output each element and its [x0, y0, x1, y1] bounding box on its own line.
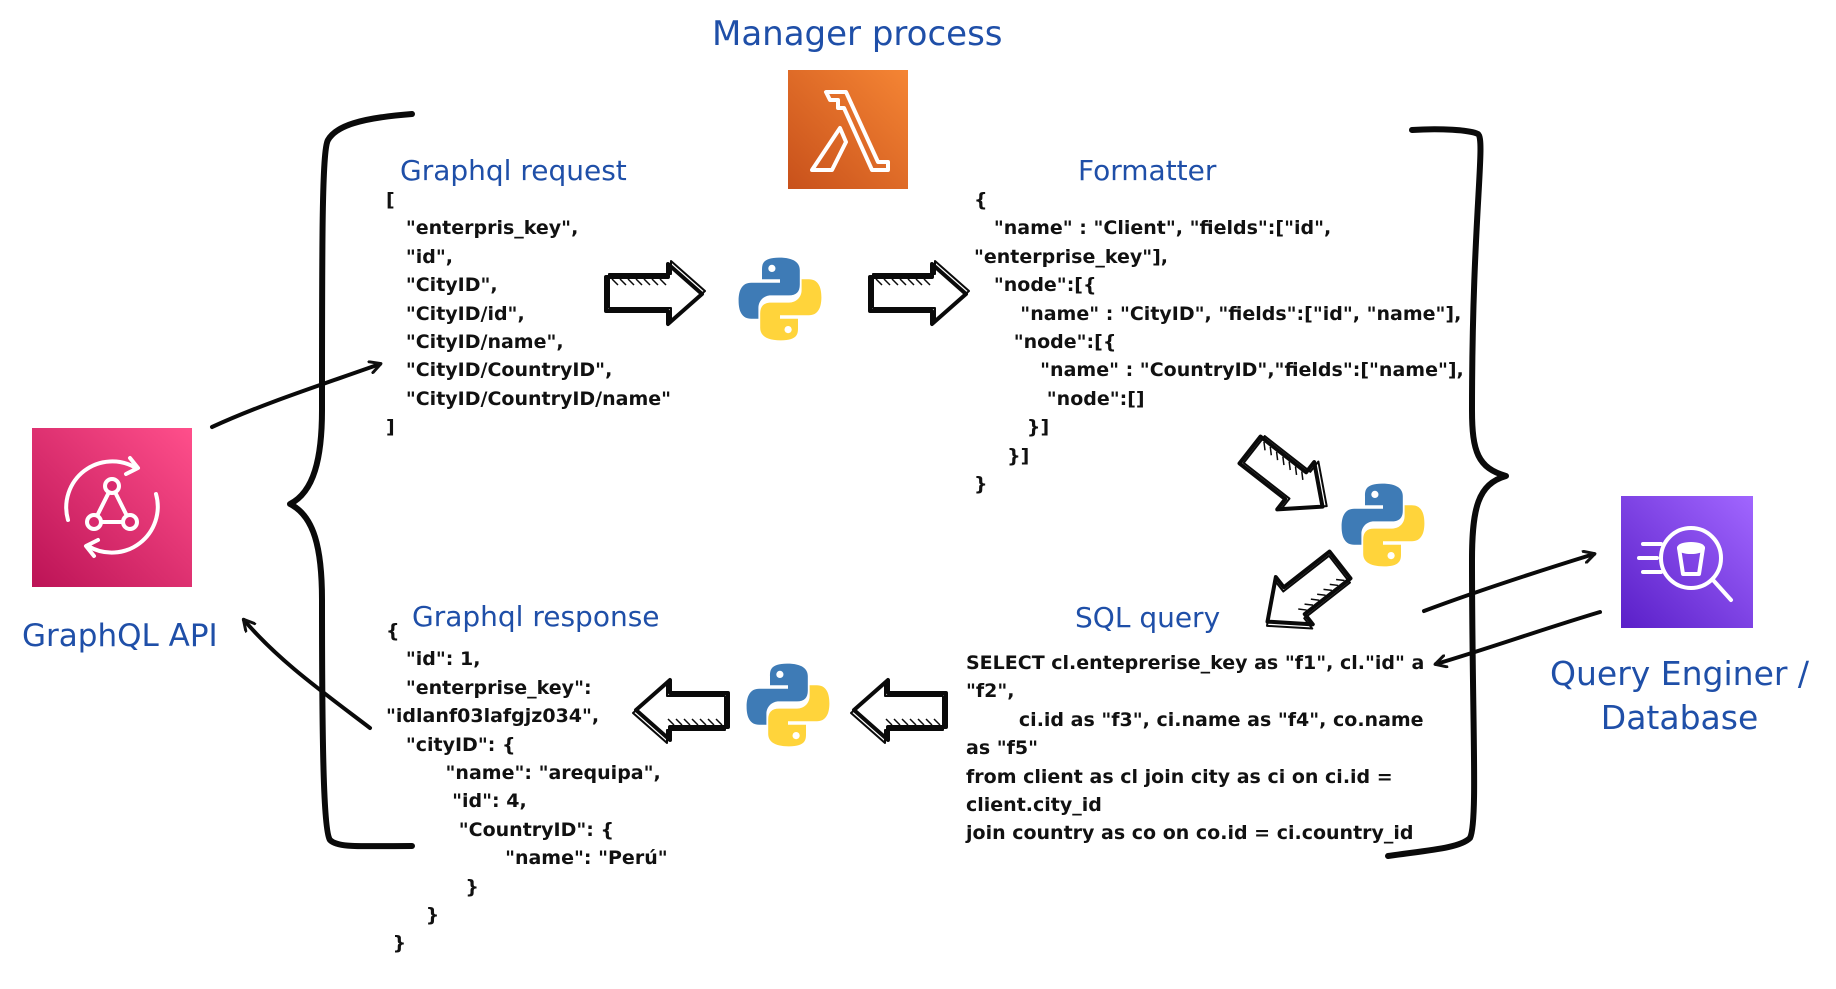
- block-arrows-group: [604, 260, 1353, 744]
- block-arrow-python-to-sql: [1265, 549, 1353, 630]
- block-arrow-python-to-response: [632, 678, 730, 744]
- aws-athena-icon: [1621, 496, 1753, 628]
- query-engine-label-line2: Database: [1600, 698, 1759, 737]
- python-logo-icon: [1341, 483, 1425, 567]
- query-engine-label-line1: Query Enginer /: [1550, 654, 1810, 693]
- python-logo-icon: [738, 257, 822, 341]
- left-curly-brace: [287, 111, 415, 850]
- python-logo-icon: [746, 663, 830, 747]
- graphql-request-title: Graphql request: [400, 154, 627, 187]
- sql-query-title: SQL query: [1075, 601, 1221, 634]
- aws-lambda-icon: [788, 70, 908, 189]
- graphql-request-code: [ "enterpris_key", "id", "CityID", "City…: [386, 189, 672, 439]
- aws-appsync-icon: [32, 428, 192, 587]
- graphql-response-code: { "id": 1, "enterprise_key": "idlanf03la…: [386, 620, 668, 955]
- sql-query-code: SELECT cl.enteprerise_key as "f1", cl."i…: [966, 652, 1425, 845]
- manager-process-title: Manager process: [712, 14, 1003, 54]
- formatter-code: { "name" : "Client", "fields":["id", "en…: [974, 189, 1464, 496]
- arrow-manager-to-db: [1422, 554, 1594, 613]
- graphql-response-title: Graphql response: [412, 600, 660, 633]
- arrow-db-to-manager: [1436, 610, 1602, 664]
- graphql-api-label: GraphQL API: [22, 618, 218, 654]
- right-curly-brace: [1385, 126, 1509, 859]
- arrow-response-to-api: [244, 620, 372, 730]
- block-arrow-python-to-formatter: [868, 260, 970, 326]
- block-arrow-request-to-python: [604, 260, 706, 326]
- formatter-title: Formatter: [1078, 154, 1217, 187]
- block-arrow-formatter-to-python: [1237, 434, 1328, 512]
- arrow-api-to-request: [210, 364, 380, 429]
- block-arrow-sql-to-python: [850, 678, 948, 744]
- query-engine-label: Query Enginer / Database: [1550, 652, 1809, 740]
